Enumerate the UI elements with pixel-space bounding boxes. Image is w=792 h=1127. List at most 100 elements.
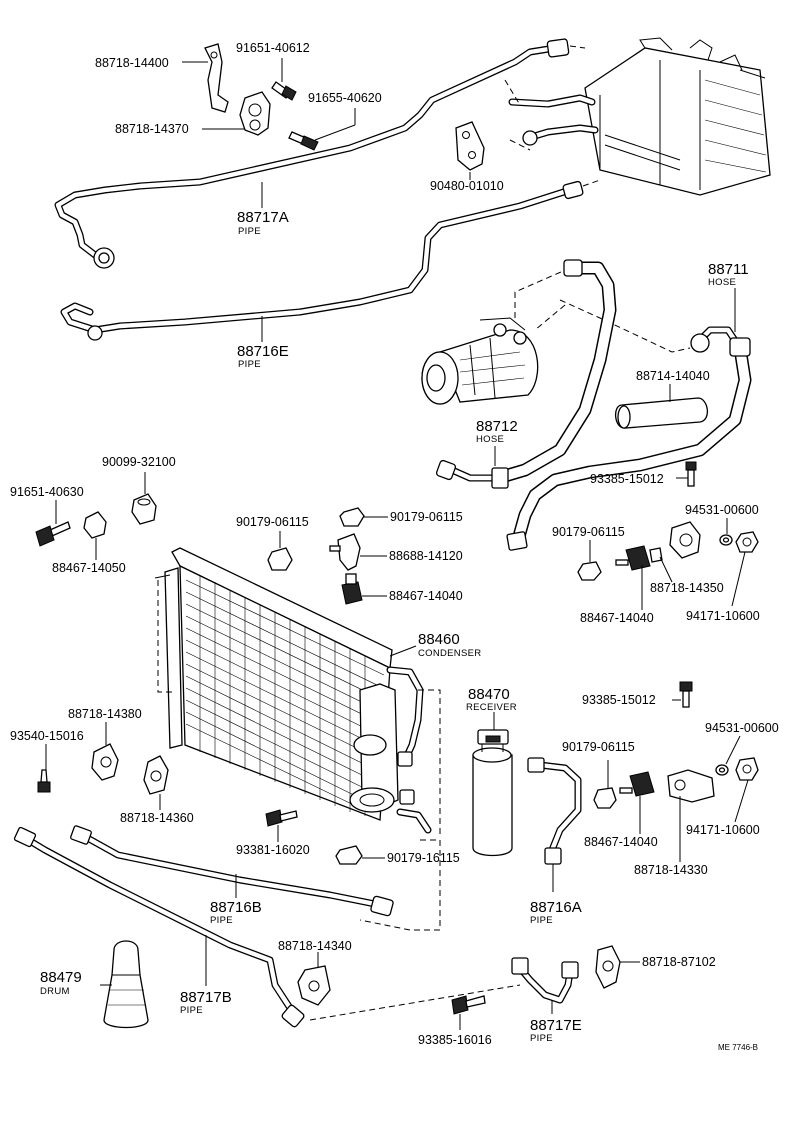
label-90179-16115: 90179-16115	[387, 851, 460, 865]
label-90480-01010: 90480-01010	[430, 179, 504, 193]
receiver-88470	[472, 729, 513, 857]
sleeve-88714-14040	[615, 397, 708, 429]
label-88714-14040: 88714-14040	[636, 369, 710, 383]
nut-90179-06115-d	[593, 787, 617, 809]
label-88688-14120: 88688-14120	[389, 549, 463, 563]
cushion-88467-14040-c	[619, 771, 655, 797]
evaporator-unit	[584, 37, 771, 196]
label-94171-10600-b: 94171-10600	[686, 823, 760, 837]
bolt-91651-40612	[271, 81, 297, 101]
label-91655-40620: 91655-40620	[308, 91, 382, 105]
cushion-88467-14040-a	[341, 573, 363, 605]
label-88717e-name: PIPE	[530, 1033, 553, 1044]
label-88467-14040-c: 88467-14040	[584, 835, 658, 849]
washer-94531-00600-b	[715, 764, 729, 776]
screw-93540-15016	[37, 769, 51, 793]
label-88716b-name: PIPE	[210, 915, 233, 926]
label-88717b: 88717B	[180, 989, 232, 1006]
drum-88479	[103, 940, 149, 1029]
hose-88711	[506, 326, 752, 551]
bolt-93385-16016	[451, 995, 486, 1015]
clamp-88718-14360	[143, 755, 169, 795]
label-88716a: 88716A	[530, 899, 582, 916]
label-88712: 88712	[476, 418, 518, 435]
label-88718-14400: 88718-14400	[95, 56, 169, 70]
label-90179-06115-d: 90179-06115	[562, 740, 635, 754]
clamp-88718-14380	[91, 743, 119, 781]
label-88718-14350: 88718-14350	[650, 581, 724, 595]
label-93381-16020: 93381-16020	[236, 843, 310, 857]
clamp-88718-87102	[595, 945, 621, 989]
label-88711-name: HOSE	[708, 277, 736, 288]
label-88460-name: CONDENSER	[418, 648, 481, 659]
condenser-88460	[154, 547, 432, 834]
pipe-88717b	[13, 826, 305, 1028]
bolt-93385-15012-a	[685, 461, 697, 487]
pipe-88717e	[511, 957, 579, 1004]
label-88467-14050: 88467-14050	[52, 561, 126, 575]
part-labels: 88718-14400 91651-40612 91655-40620 8871…	[10, 41, 779, 1052]
label-88717a-name: PIPE	[238, 226, 261, 237]
label-94171-10600-a: 94171-10600	[686, 609, 760, 623]
label-88718-14360: 88718-14360	[120, 811, 194, 825]
label-88470: 88470	[468, 686, 510, 703]
bolt-93385-15012-b	[679, 681, 693, 708]
nut-94171-10600-b	[735, 757, 759, 781]
compressor	[421, 317, 539, 405]
label-94531-00600-b: 94531-00600	[705, 721, 779, 735]
nut-90179-16115	[335, 845, 363, 865]
label-88717a: 88717A	[237, 209, 289, 226]
cushion-90099-32100	[131, 493, 157, 525]
label-88716e: 88716E	[237, 343, 289, 360]
grommet-90480-01010	[455, 121, 485, 171]
label-88479: 88479	[40, 969, 82, 986]
label-93385-15012-b: 93385-15012	[582, 693, 656, 707]
hose-88712	[435, 259, 617, 489]
clamp-88718-14350	[669, 521, 701, 559]
cushion-88467-14040-b	[615, 545, 663, 571]
label-88718-14370: 88718-14370	[115, 122, 189, 136]
cushion-88467-14050	[83, 511, 107, 539]
bolt-91651-40630	[35, 521, 71, 547]
label-94531-00600-a: 94531-00600	[685, 503, 759, 517]
label-88711: 88711	[708, 261, 749, 278]
nut-94171-10600-a	[735, 531, 759, 553]
label-93385-15012-a: 93385-15012	[590, 472, 664, 486]
diagram-reference-code: ME 7746-B	[718, 1043, 758, 1052]
label-88718-14330: 88718-14330	[634, 863, 708, 877]
label-88717b-name: PIPE	[180, 1005, 203, 1016]
label-90099-32100: 90099-32100	[102, 455, 176, 469]
nut-90179-06115-b	[339, 507, 365, 527]
bracket-88688-14120	[329, 533, 361, 571]
label-88718-14340: 88718-14340	[278, 939, 352, 953]
label-90179-06115-c: 90179-06115	[552, 525, 625, 539]
pipe-88716e	[60, 180, 584, 341]
pipe-88717a	[54, 38, 570, 269]
pipe-88716b	[70, 825, 394, 917]
label-90179-06115-a: 90179-06115	[236, 515, 309, 529]
label-88467-14040-b: 88467-14040	[580, 611, 654, 625]
label-91651-40612: 91651-40612	[236, 41, 310, 55]
label-90179-06115-b: 90179-06115	[390, 510, 463, 524]
nut-90179-06115-a	[267, 547, 293, 571]
label-88716b: 88716B	[210, 899, 262, 916]
clamp-88718-14340	[297, 965, 331, 1006]
label-88718-14380: 88718-14380	[68, 707, 142, 721]
label-93540-15016: 93540-15016	[10, 729, 84, 743]
label-91651-40630: 91651-40630	[10, 485, 84, 499]
label-88717e: 88717E	[530, 1017, 582, 1034]
bolt-91655-40620	[288, 131, 319, 151]
label-88716e-name: PIPE	[238, 359, 261, 370]
label-88712-name: HOSE	[476, 434, 504, 445]
label-88718-87102: 88718-87102	[642, 955, 716, 969]
label-93385-16016: 93385-16016	[418, 1033, 492, 1047]
label-88470-name: RECEIVER	[466, 702, 517, 713]
bracket-88718-14400	[204, 43, 229, 113]
label-88479-name: DRUM	[40, 986, 70, 997]
clamp-88718-14370	[239, 91, 271, 136]
label-88460: 88460	[418, 631, 460, 648]
clamp-88718-14330	[667, 769, 715, 803]
label-88467-14040-a: 88467-14040	[389, 589, 463, 603]
